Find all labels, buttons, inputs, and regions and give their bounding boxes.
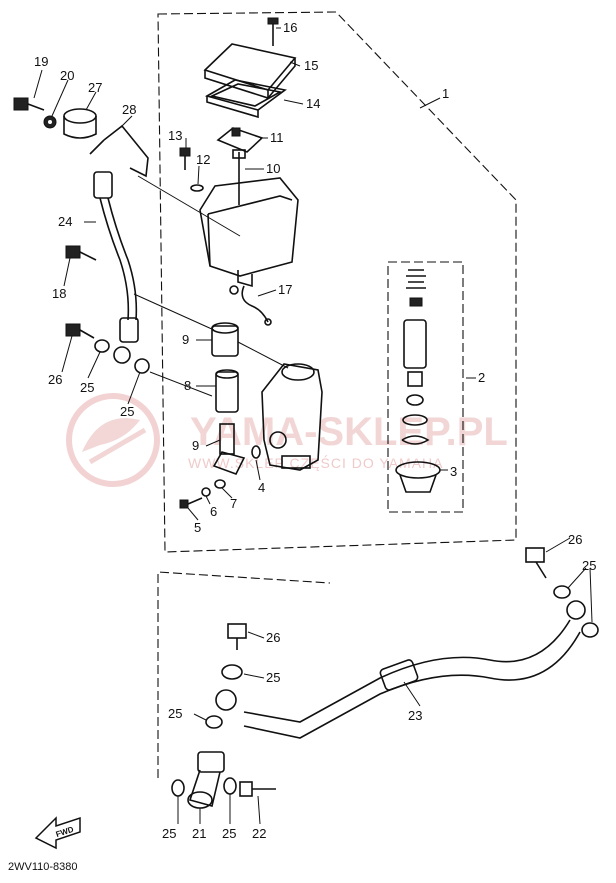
washer-25-bottom-left: [171, 779, 185, 797]
hose-group-outline: [157, 571, 331, 778]
bolt-26-center: [227, 623, 247, 650]
callout-25-center-bottom: 25: [168, 706, 182, 721]
callouts: 16 15 14 11 10 11 13 12 17 9 8 9 4 7 6 5…: [34, 20, 596, 841]
callout-28: 28: [122, 102, 136, 117]
brake-hose-23: [243, 600, 586, 739]
watermark-main-text: YAMA-SKLEP.PL: [190, 410, 508, 454]
piston-kit-parts: [401, 269, 430, 445]
bolt-22: [239, 781, 276, 797]
callout-9-upper: 9: [182, 332, 189, 347]
bracket-28: [89, 124, 149, 178]
joint-9-upper: [211, 322, 239, 357]
callout-20: 20: [60, 68, 74, 83]
assembly-outline-2: [387, 261, 464, 513]
reservoir-cap-15: [203, 43, 297, 100]
hose-end-fitting: [215, 689, 237, 711]
washers-25-right: [553, 585, 599, 638]
callout-14: 14: [306, 96, 320, 111]
joint-9-lower: [212, 423, 246, 475]
callout-25-bottom-right: 25: [222, 826, 236, 841]
callout-23: 23: [408, 708, 422, 723]
callout-9-lower: 9: [192, 438, 199, 453]
callout-21: 21: [192, 826, 206, 841]
screw-13: [179, 147, 191, 170]
union-21: [187, 751, 225, 809]
washer-25-center-bottom: [205, 715, 223, 729]
o-ring-4: [251, 445, 261, 459]
leader-lines: [33, 27, 593, 825]
washer-25-center-top: [221, 664, 243, 680]
callout-16: 16: [283, 20, 297, 35]
bolt-19: [13, 97, 45, 111]
assembly-outline-1: [157, 11, 517, 553]
callout-22: 22: [252, 826, 266, 841]
washer-25-left: [94, 339, 110, 353]
washer-6: [201, 487, 211, 497]
washer-7: [214, 479, 226, 489]
diaphragm-14: [204, 79, 287, 119]
reservoir-hose-17: [229, 285, 272, 326]
brake-hose-24: [93, 171, 139, 364]
washer-20: [43, 115, 57, 129]
screw-5: [179, 497, 203, 509]
callout-6: 6: [210, 504, 217, 519]
bolt-26-right: [525, 547, 547, 579]
callout-12: 12: [196, 152, 210, 167]
callout-26-center: 26: [266, 630, 280, 645]
callout-8: 8: [184, 378, 191, 393]
callout-1: 1: [442, 86, 449, 101]
washer-25-mid: [134, 358, 150, 374]
bolt-26-left: [65, 323, 95, 339]
callout-25-left: 25: [80, 380, 94, 395]
callout-17: 17: [278, 282, 292, 297]
watermark-logo: [66, 393, 160, 487]
forward-direction-arrow: FWD: [34, 816, 81, 850]
callout-7: 7: [230, 496, 237, 511]
callout-2: 2: [478, 370, 485, 385]
callout-25-mid: 25: [120, 404, 134, 419]
callout-27: 27: [88, 80, 102, 95]
callout-24: 24: [58, 214, 72, 229]
washer-12: [190, 184, 204, 192]
callout-25-bottom-left: 25: [162, 826, 176, 841]
callout-10: 10: [266, 161, 280, 176]
watermark: YAMA-SKLEP.PL WWW.SKLEP CZĘŚCI DO YAMAHA: [66, 393, 508, 487]
callout-5: 5: [194, 520, 201, 535]
callout-25-center-top: 25: [266, 670, 280, 685]
grommet-27: [63, 108, 97, 139]
callout-19: 19: [34, 54, 48, 69]
callout-26-right: 26: [568, 532, 582, 547]
watermark-sub-text: WWW.SKLEP CZĘŚCI DO YAMAHA: [188, 454, 443, 471]
diaphragm-plate-11: [216, 127, 264, 153]
master-cylinder-body: [261, 363, 323, 471]
callout-26-left: 26: [48, 372, 62, 387]
reservoir-screw-16: [267, 17, 279, 46]
callout-3: 3: [450, 464, 457, 479]
callout-15: 15: [304, 58, 318, 73]
washer-25-bottom-right: [223, 777, 237, 795]
callout-25-right: 25: [582, 558, 596, 573]
drawing-code: 2WV110-8380: [8, 861, 78, 873]
float-rod-10: [232, 149, 246, 205]
callout-4: 4: [258, 480, 265, 495]
hose-8: [215, 369, 239, 413]
callout-13-label: 13: [168, 128, 182, 143]
reservoir-tank: [199, 177, 299, 288]
callout-18: 18: [52, 286, 66, 301]
bolt-18: [65, 245, 97, 261]
callout-11: 11: [270, 130, 284, 145]
